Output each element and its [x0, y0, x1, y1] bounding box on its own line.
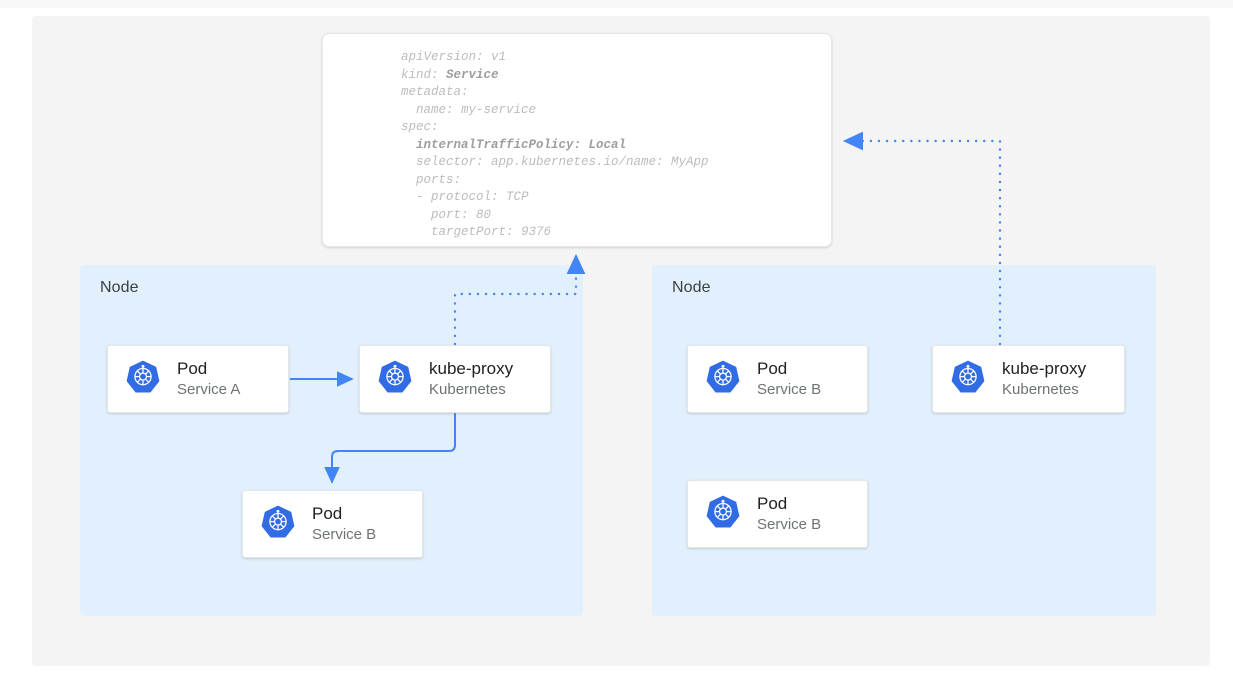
card-subtitle: Service B: [757, 516, 822, 533]
node-group-right: Node: [652, 265, 1156, 616]
kubernetes-icon: [705, 494, 741, 535]
kubernetes-icon: [705, 359, 741, 400]
yaml-line-10: targetPort: 9376: [401, 225, 552, 239]
yaml-line-6: selector: app.kubernetes.io/name: MyApp: [401, 155, 709, 169]
card-kube-proxy-right[interactable]: kube-proxy Kubernetes: [932, 345, 1125, 413]
yaml-line-9: port: 80: [401, 207, 492, 222]
yaml-line-4: spec:: [401, 120, 439, 134]
card-subtitle: Kubernetes: [1002, 381, 1079, 398]
card-subtitle: Service A: [177, 381, 241, 398]
top-strip: [0, 0, 1233, 8]
card-title: kube-proxy: [429, 359, 514, 378]
card-subtitle: Kubernetes: [429, 381, 506, 398]
card-text: Pod Service B: [757, 493, 821, 535]
card-text: kube-proxy Kubernetes: [1002, 358, 1086, 400]
yaml-line-0: apiVersion: v1: [401, 50, 507, 64]
card-pod-service-a[interactable]: Pod Service A: [107, 345, 289, 413]
card-text: kube-proxy Kubernetes: [429, 358, 513, 400]
node-group-left: Node: [80, 265, 583, 616]
yaml-line-3: name: my-service: [401, 102, 537, 117]
card-pod-service-b-left[interactable]: Pod Service B: [242, 490, 423, 558]
card-text: Pod Service B: [312, 503, 376, 545]
kubernetes-icon: [260, 504, 296, 545]
card-title: Pod: [757, 494, 788, 513]
card-title: Pod: [312, 504, 343, 523]
card-kube-proxy-left[interactable]: kube-proxy Kubernetes: [359, 345, 551, 413]
yaml-line-2: metadata:: [401, 85, 469, 99]
card-title: Pod: [757, 359, 788, 378]
card-title: kube-proxy: [1002, 359, 1087, 378]
card-pod-service-b-right-top[interactable]: Pod Service B: [687, 345, 868, 413]
yaml-line-1: kind: Service: [401, 67, 499, 82]
kubernetes-icon: [377, 359, 413, 400]
card-subtitle: Service B: [312, 526, 377, 543]
node-label-left: Node: [100, 279, 139, 296]
card-pod-service-b-right-bottom[interactable]: Pod Service B: [687, 480, 868, 548]
node-label-right: Node: [672, 279, 711, 296]
card-text: Pod Service B: [757, 358, 821, 400]
service-yaml-panel: apiVersion: v1 kind: Service metadata: n…: [322, 33, 832, 247]
card-title: Pod: [177, 359, 208, 378]
card-text: Pod Service A: [177, 358, 240, 400]
service-yaml-text: apiVersion: v1 kind: Service metadata: n…: [401, 49, 709, 242]
kubernetes-icon: [950, 359, 986, 400]
yaml-line-8: - protocol: TCP: [401, 190, 529, 204]
kubernetes-icon: [125, 359, 161, 400]
card-subtitle: Service B: [757, 381, 822, 398]
yaml-line-7: ports:: [401, 172, 462, 187]
yaml-line-5: internalTrafficPolicy: Local: [401, 137, 627, 152]
